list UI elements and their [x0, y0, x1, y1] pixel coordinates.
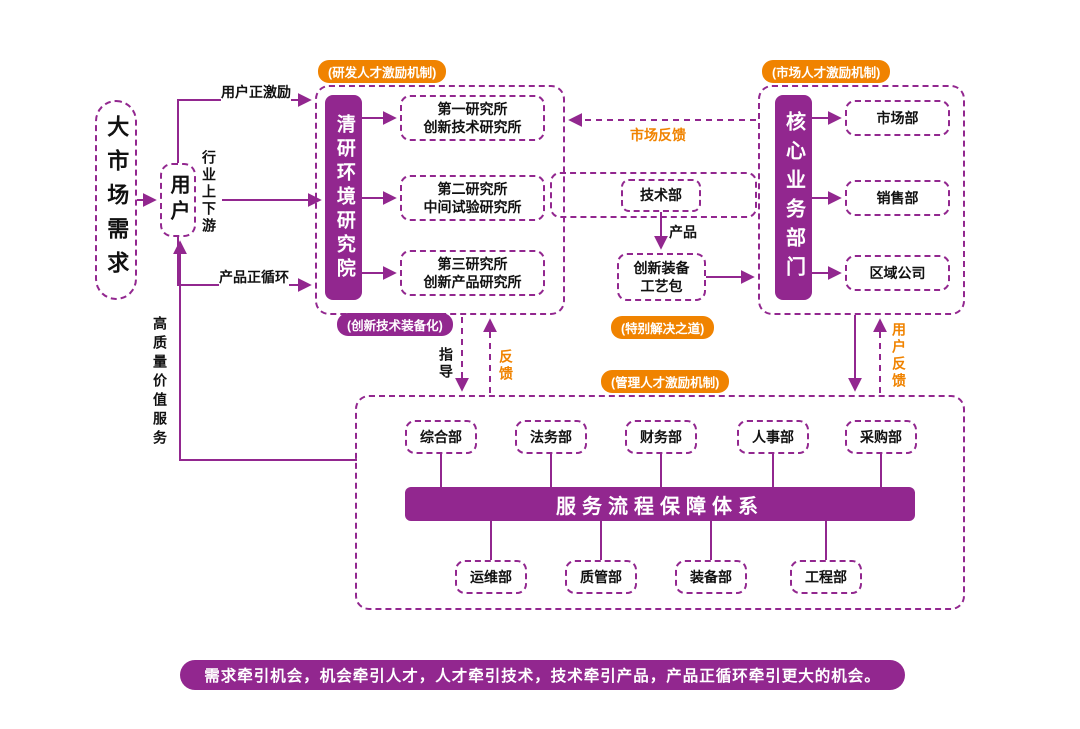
dept-fawu-box: 法务部 — [515, 420, 587, 454]
qingyan-core-label: 清研环境研究院 — [333, 113, 355, 282]
dept-caiwu-label: 财务部 — [640, 428, 682, 445]
tech-bridge-container — [550, 172, 757, 218]
edge-label-positive-incentive: 用户正激励 — [221, 82, 291, 102]
user-box: 用户 — [160, 163, 196, 237]
dept-region-label: 区域公司 — [869, 264, 926, 281]
equip-package-box: 创新装备 工艺包 — [617, 253, 706, 301]
dept-sales-box: 销售部 — [845, 180, 950, 216]
institute-3-line2: 创新产品研究所 — [423, 274, 522, 290]
edge-label-high-quality-service: 高质量价值服务 — [150, 316, 170, 449]
management-incentive-badge: (管理人才激励机制) — [601, 370, 730, 393]
guide-label: 指导 — [438, 347, 454, 381]
dept-caiwu-box: 财务部 — [625, 420, 697, 454]
business-group-container — [758, 85, 965, 315]
dept-gongcheng-label: 工程部 — [805, 568, 847, 585]
feedback-label: 反馈 — [498, 349, 514, 383]
business-core-label: 核心业务部门 — [782, 110, 805, 285]
equip-package-line1: 创新装备 — [633, 259, 690, 276]
special-solution-badge: (特别解决之道) — [611, 316, 715, 339]
market-demand-box: 大市场需求 — [95, 100, 137, 300]
dept-market-box: 市场部 — [845, 100, 950, 136]
dept-renshi-box: 人事部 — [737, 420, 809, 454]
tech-dept-box: 技术部 — [621, 179, 701, 212]
service-process-bar: 服务流程保障体系 — [405, 487, 915, 521]
dept-market-label: 市场部 — [876, 109, 919, 126]
product-label: 产品 — [669, 222, 697, 242]
arrow-user-positive-incentive — [177, 93, 312, 163]
institute-3-line1: 第三研究所 — [437, 255, 508, 272]
arrow-high-quality-service — [173, 240, 357, 461]
market-demand-label: 大市场需求 — [104, 115, 130, 285]
dept-sales-label: 销售部 — [876, 189, 919, 206]
institute-1-box: 第一研究所 创新技术研究所 — [400, 95, 545, 141]
institute-2-box: 第二研究所 中间试验研究所 — [400, 175, 545, 221]
market-feedback-label: 市场反馈 — [630, 125, 686, 145]
dept-zonghe-box: 综合部 — [405, 420, 477, 454]
edge-label-industry-chain: 行业上下游 — [199, 150, 219, 235]
dashed-connectors — [455, 113, 887, 393]
equip-package-line2: 工艺包 — [640, 278, 683, 294]
slogan-bar: 需求牵引机会，机会牵引人才，人才牵引技术，技术牵引产品，产品正循环牵引更大的机会… — [180, 660, 905, 690]
dept-yunwei-label: 运维部 — [470, 568, 512, 585]
edge-label-product-cycle: 产品正循环 — [219, 267, 289, 287]
business-core-box: 核心业务部门 — [775, 95, 812, 300]
institute-3-box: 第三研究所 创新产品研究所 — [400, 250, 545, 296]
tech-dept-label: 技术部 — [640, 187, 682, 204]
dept-zhiguan-box: 质管部 — [565, 560, 637, 594]
user-label: 用户 — [167, 174, 189, 226]
dept-caigou-label: 采购部 — [860, 428, 902, 445]
dept-zhuangbei-box: 装备部 — [675, 560, 747, 594]
dept-fawu-label: 法务部 — [530, 428, 572, 445]
market-incentive-badge: (市场人才激励机制) — [762, 60, 891, 83]
dept-zhiguan-label: 质管部 — [580, 568, 622, 585]
dept-caigou-box: 采购部 — [845, 420, 917, 454]
dept-renshi-label: 人事部 — [752, 428, 794, 445]
management-group-container — [355, 395, 965, 610]
institute-1-line2: 创新技术研究所 — [423, 119, 522, 135]
dept-region-box: 区域公司 — [845, 255, 950, 291]
institute-1-line1: 第一研究所 — [437, 100, 508, 117]
user-feedback-label: 用户反馈 — [891, 322, 907, 390]
institute-2-line1: 第二研究所 — [437, 180, 508, 197]
dept-zonghe-label: 综合部 — [420, 428, 462, 445]
dept-gongcheng-box: 工程部 — [790, 560, 862, 594]
institute-2-line2: 中间试验研究所 — [423, 199, 522, 215]
qingyan-core-box: 清研环境研究院 — [325, 95, 362, 300]
dept-yunwei-box: 运维部 — [455, 560, 527, 594]
rd-incentive-badge: (研发人才激励机制) — [318, 60, 447, 83]
dept-zhuangbei-label: 装备部 — [690, 568, 732, 585]
tech-equip-badge: (创新技术装备化) — [337, 313, 453, 336]
